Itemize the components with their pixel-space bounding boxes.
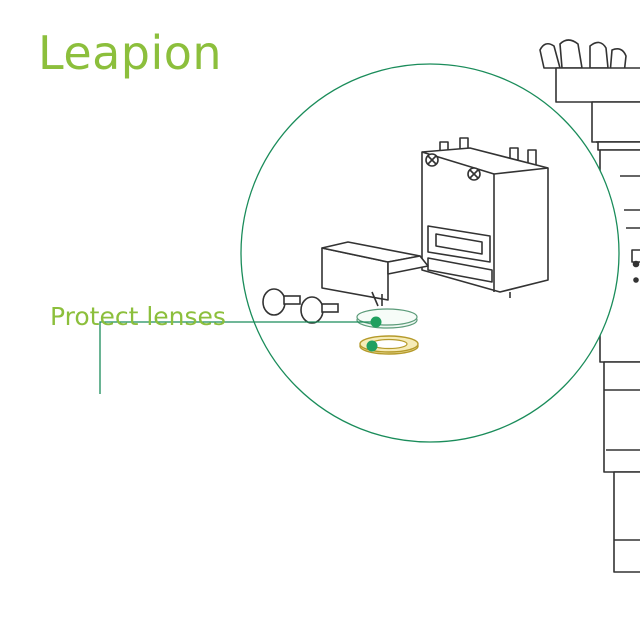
callout-dot-seal — [366, 340, 378, 352]
laser-head-icon — [421, 137, 549, 298]
lens-drawer-icon — [321, 241, 429, 307]
callout-label: Protect lenses — [50, 302, 226, 331]
protective-lens-icon — [356, 308, 418, 329]
brand-logo: Leapion — [38, 26, 223, 80]
callout-dot-lens — [370, 316, 382, 328]
thumb-screw-icon — [262, 288, 339, 324]
callout-leader-line — [99, 321, 376, 394]
